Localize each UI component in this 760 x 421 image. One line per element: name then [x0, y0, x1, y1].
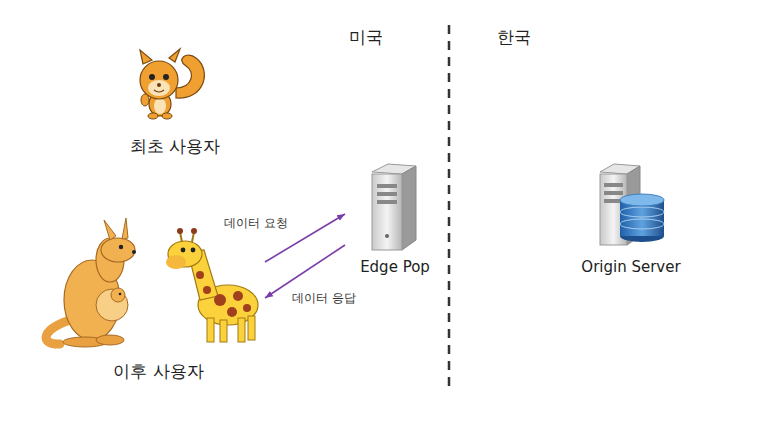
kangaroo-figure [96, 289, 128, 321]
giraffe-figure [248, 316, 255, 340]
giraffe-figure [227, 307, 237, 317]
actor-node: Origin Server [563, 158, 699, 278]
kangaroo-figure [132, 250, 136, 254]
node-label: 이후 사용자 [52, 360, 265, 383]
squirrel-figure [141, 94, 149, 106]
giraffe-figure [166, 228, 258, 342]
server-icon [385, 234, 389, 238]
squirrel-figure [154, 98, 166, 114]
giraffe-figure [166, 255, 186, 269]
region-label: 한국 [497, 26, 531, 49]
kangaroo-figure [122, 218, 128, 239]
arrow-label: 데이터 응답 [290, 291, 358, 306]
giraffe-figure [238, 318, 245, 342]
giraffe-figure [181, 248, 186, 253]
node-label: Origin Server [563, 258, 699, 276]
squirrel-figure [157, 83, 161, 87]
database-icon [620, 194, 664, 206]
giraffe-figure [203, 286, 211, 294]
giraffe-figure [191, 248, 196, 253]
giraffe-figure [207, 318, 214, 342]
kangaroo-figure [104, 220, 116, 240]
server-icon [372, 174, 402, 250]
actor-node: Edge Pop [345, 158, 445, 278]
kangaroo-figure [119, 245, 123, 249]
node-label: 최초 사용자 [105, 135, 245, 158]
server-icon [604, 191, 623, 195]
database-icon [620, 207, 664, 217]
giraffe-figure [233, 291, 243, 301]
kangaroo-figure [101, 238, 135, 262]
squirrel-figure [140, 61, 178, 99]
giraffe-figure [191, 228, 197, 234]
squirrel-figure [163, 74, 169, 80]
kangaroo-figure [119, 293, 122, 296]
squirrel-figure [176, 55, 204, 98]
squirrel-figure [149, 74, 155, 80]
squirrel-figure [169, 49, 180, 62]
server-icon [372, 164, 416, 250]
node-label: Edge Pop [345, 258, 445, 276]
giraffe-figure [196, 271, 204, 279]
region-label: 미국 [349, 26, 383, 49]
actor-node: 최초 사용자 [105, 45, 245, 160]
server-icon [377, 192, 397, 196]
giraffe-figure [214, 294, 226, 306]
squirrel-figure [148, 80, 170, 96]
kangaroo-figure [96, 335, 124, 345]
database-icon [620, 219, 664, 229]
giraffe-figure [243, 304, 251, 312]
squirrel-figure [154, 90, 164, 92]
giraffe-figure [177, 228, 183, 234]
server-icon [377, 184, 397, 188]
kangaroo-figure [46, 218, 136, 347]
kangaroo-figure [111, 288, 125, 302]
squirrel-figure [162, 113, 172, 119]
server-icon [604, 183, 623, 187]
actor-node: 이후 사용자 [52, 220, 265, 385]
arrow-label: 데이터 요청 [222, 216, 290, 231]
server-icon [377, 200, 397, 204]
squirrel-figure [140, 49, 204, 119]
squirrel-figure [148, 113, 158, 119]
squirrel-figure [140, 50, 152, 64]
server-icon [402, 166, 416, 250]
giraffe-figure [220, 320, 227, 342]
database-icon [620, 194, 664, 242]
border-line [448, 25, 451, 392]
